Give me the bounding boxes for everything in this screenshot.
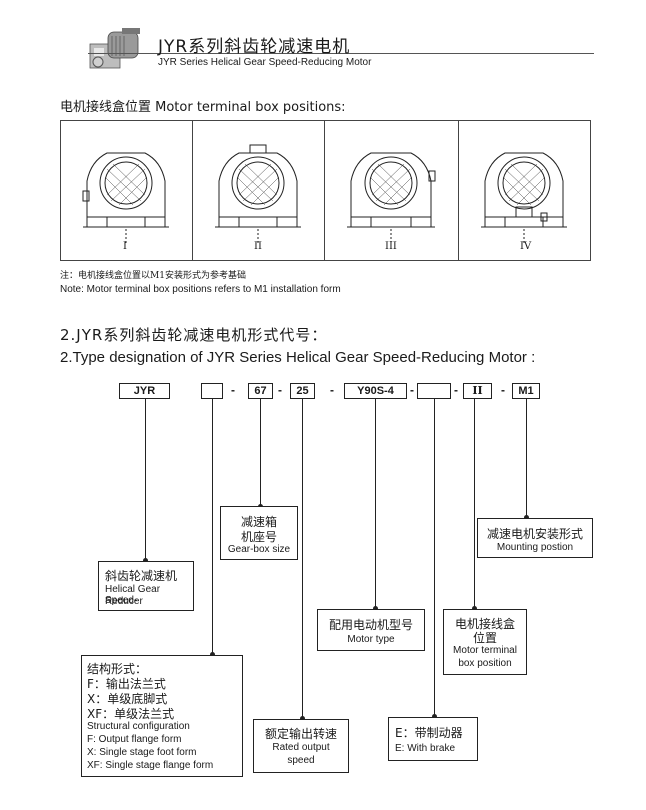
code-box-output-speed: 25	[290, 383, 315, 399]
label-box-brake: E：带制动器 E: With brake	[388, 717, 478, 761]
position-label-4: IV	[520, 241, 532, 252]
leader-line-structure	[212, 399, 213, 655]
position-label-1: I	[123, 241, 127, 252]
leader-dot-reducer	[143, 558, 148, 563]
code-dash-5: -	[454, 383, 458, 397]
designation-title-cn: 2.JYR系列斜齿轮减速电机形式代号：	[60, 326, 328, 344]
header-divider	[88, 53, 594, 54]
code-box-brake	[417, 383, 451, 399]
label-box-structure: 结构形式： F：输出法兰式 X：单级底脚式 XF：单级法兰式 Structura…	[81, 655, 243, 777]
label-box-mounting: 减速电机安装形式 Mounting postion	[477, 518, 593, 558]
page-title-cn: JYR系列斜齿轮减速电机	[158, 37, 351, 57]
label-box-motor-type: 配用电动机型号 Motor type	[317, 609, 425, 651]
code-dash-3: -	[330, 383, 334, 397]
terminal-position-panel-1: I	[60, 120, 193, 261]
code-box-structure	[201, 383, 223, 399]
leader-line-speed	[302, 399, 303, 719]
leader-line-mounting	[526, 399, 527, 518]
leader-line-terminal	[474, 399, 475, 609]
label-box-terminal-position: 电机接线盒 位置 Motor terminal box position	[443, 609, 527, 675]
label-box-reducer: 斜齿轮减速机 Helical Gear Speed- Reducer	[98, 561, 194, 611]
code-box-motor-type: Y90S-4	[344, 383, 407, 399]
code-box-gearbox-size: 67	[248, 383, 273, 399]
note-cn: 注：电机接线盒位置以M1安装形式为参考基础	[60, 271, 246, 281]
leader-line-gearbox	[260, 399, 261, 507]
code-box-terminal-position: II	[463, 383, 492, 399]
leader-line-motor-type	[375, 399, 376, 609]
terminal-section-title: 电机接线盒位置 Motor terminal box positions:	[60, 100, 346, 115]
position-label-2: II	[254, 241, 262, 252]
label-box-gearbox-size: 减速箱 机座号 Gear-box size	[220, 506, 298, 560]
leader-dot-structure	[210, 652, 215, 657]
leader-dot-brake	[432, 714, 437, 719]
code-box-series: JYR	[119, 383, 170, 399]
code-box-mounting: M1	[512, 383, 540, 399]
code-dash-6: -	[501, 383, 505, 397]
leader-dot-motor-type	[373, 606, 378, 611]
position-label-3: III	[385, 241, 397, 252]
label-box-output-speed: 额定输出转速 Rated output speed	[253, 719, 349, 773]
code-dash-2: -	[278, 383, 282, 397]
code-dash-4: -	[410, 383, 414, 397]
page-title-en: JYR Series Helical Gear Speed-Reducing M…	[158, 57, 372, 68]
leader-line-reducer	[145, 399, 146, 561]
terminal-position-panel-3: III	[324, 120, 459, 261]
leader-dot-mounting	[524, 515, 529, 520]
terminal-position-panel-2: II	[192, 120, 325, 261]
leader-dot-speed	[300, 716, 305, 721]
note-en: Note: Motor terminal box positions refer…	[60, 284, 341, 295]
header-logo-image	[86, 22, 146, 76]
designation-title-en: 2.Type designation of JYR Series Helical…	[60, 349, 536, 366]
code-dash-1: -	[231, 383, 235, 397]
leader-line-brake	[434, 399, 435, 717]
leader-dot-terminal	[472, 606, 477, 611]
terminal-position-panel-4: IV	[458, 120, 591, 261]
